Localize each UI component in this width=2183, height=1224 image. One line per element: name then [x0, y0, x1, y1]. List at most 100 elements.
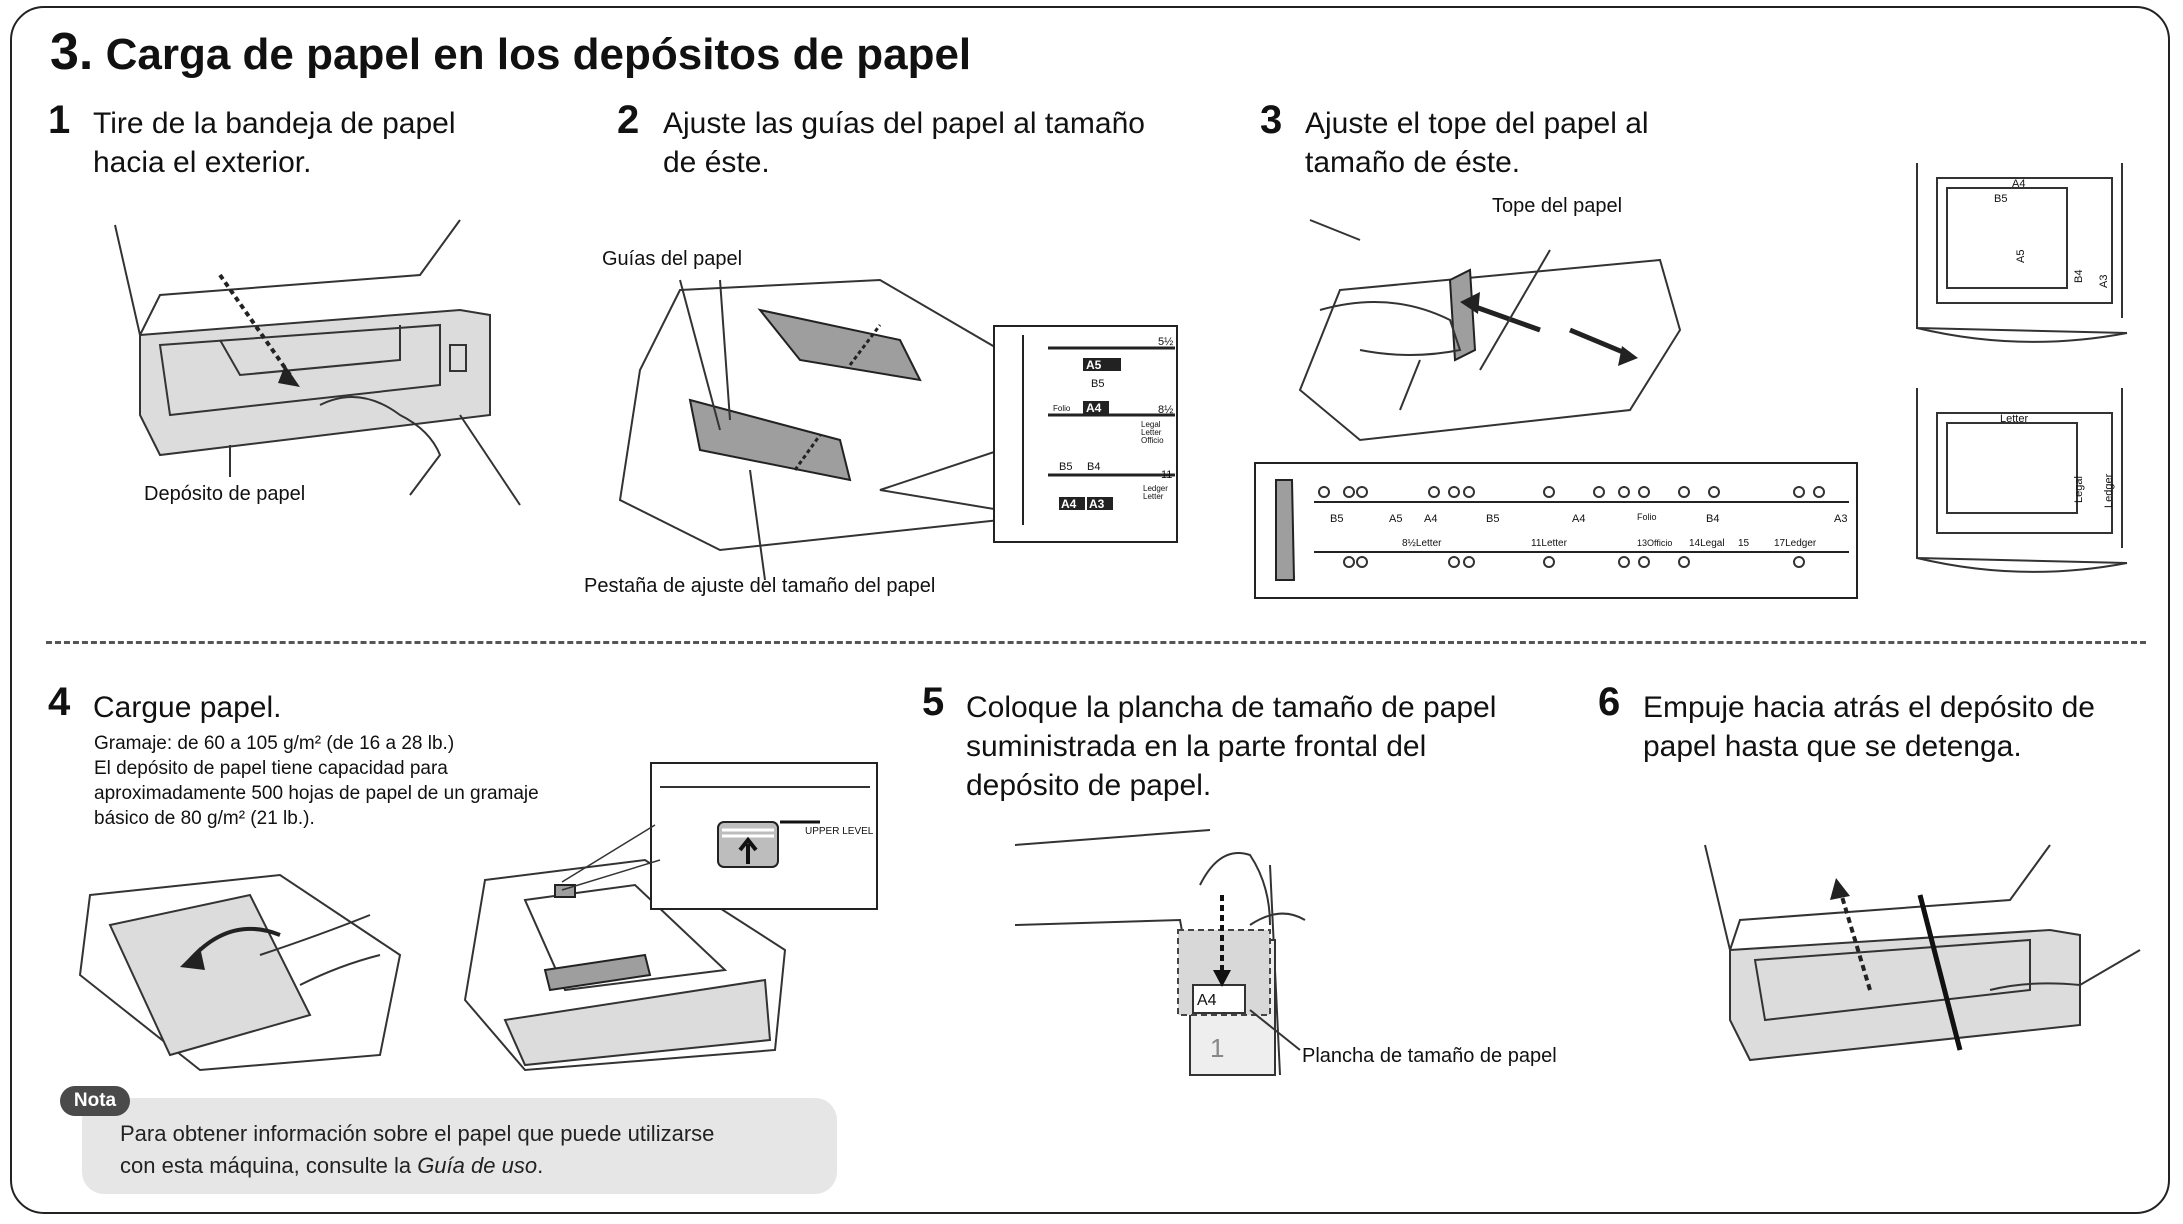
tray-label-letter: Letter: [2000, 413, 2028, 425]
step-4-detail-4: básico de 80 g/m² (21 lb.).: [94, 808, 315, 829]
section-number: 3.: [50, 23, 94, 81]
note-line-1: Para obtener información sobre el papel …: [120, 1121, 715, 1146]
step-3-illustration: [1298, 219, 1682, 442]
scale-top-folio: Folio: [1637, 512, 1657, 522]
inset-mark-8half: 8½: [1158, 404, 1173, 416]
step-4-detail-1: Gramaje: de 60 a 105 g/m² (de 16 a 28 lb…: [94, 733, 455, 754]
step-5-number: 5: [922, 680, 945, 724]
note-text: Para obtener información sobre el papel …: [120, 1118, 820, 1182]
step-1-text: Tire de la bandeja de papel hacia el ext…: [93, 104, 456, 182]
page-frame: [10, 6, 2170, 1214]
inset-mark-a4: A4: [1086, 401, 1102, 415]
scale-bottom-8half: 8½Letter: [1402, 538, 1442, 549]
scale-bottom-11: 11Letter: [1531, 538, 1568, 549]
label-size-tab: Pestaña de ajuste del tamaño del papel: [584, 575, 936, 597]
inset-mark-a4b: A4: [1061, 497, 1077, 511]
tray-label-a3: A3: [2098, 275, 2110, 288]
step-4-level-inset: UPPER LEVEL: [650, 762, 878, 910]
step-4-illustration-tray: [463, 858, 787, 1072]
step-2-illustration: [618, 278, 1001, 581]
inset-mark-a3: A3: [1089, 497, 1105, 511]
inset-mark-b5b: B5: [1059, 461, 1072, 473]
step-3-scale-inset: B5 A5 A4 B5 A4 Folio B4 A3 8½Letter 11Le…: [1254, 462, 1858, 599]
section-title: 3. Carga de papel en los depósitos de pa…: [50, 22, 971, 82]
tray-label-ledger: Ledger: [2103, 473, 2115, 508]
step-4-details: Gramaje: de 60 a 105 g/m² (de 16 a 28 lb…: [94, 731, 654, 831]
size-plate-number: 1: [1210, 1033, 1224, 1063]
inset-mark-b4: B4: [1087, 461, 1100, 473]
tray-label-legal: Legal: [2073, 476, 2085, 503]
note-line-2-prefix: con esta máquina, consulte la: [120, 1153, 418, 1178]
scale-top-a3: A3: [1834, 513, 1847, 525]
inset-mark-b5: B5: [1091, 378, 1104, 390]
step-5-illustration: A4 1: [1014, 829, 1306, 1076]
step-3-line2: tamaño de éste.: [1305, 146, 1521, 179]
step-4-detail-2: El depósito de papel tiene capacidad par…: [94, 758, 448, 779]
upper-level-label: UPPER LEVEL: [805, 826, 874, 837]
step-1-number: 1: [48, 98, 71, 142]
scale-holes: [1318, 486, 1825, 568]
note-box: [82, 1098, 837, 1194]
inset-mark-legal: Legal: [1141, 420, 1161, 429]
step-2-size-inset: 5½ A5 B5 Folio A4 8½ Legal Letter Offici…: [993, 325, 1178, 543]
scale-bottom-14: 14Legal: [1689, 538, 1725, 549]
step-2-line1: Ajuste las guías del papel al tamaño: [663, 107, 1145, 140]
step-6-text: Empuje hacia atrás el depósito de papel …: [1643, 688, 2095, 766]
tray-label-b5: B5: [1994, 193, 2007, 205]
tray-view-inch: Letter Legal Ledger: [1916, 388, 2128, 573]
step-2-text: Ajuste las guías del papel al tamaño de …: [663, 104, 1145, 182]
step-2-number: 2: [617, 98, 640, 142]
label-paper-tray: Depósito de papel: [144, 483, 306, 505]
step-4-illustration-load: [78, 873, 402, 1072]
note-line-2: con esta máquina, consulte la Guía de us…: [120, 1150, 820, 1182]
inset-mark-5half: 5½: [1158, 336, 1173, 348]
scale-top-b5: B5: [1330, 513, 1343, 525]
label-paper-stop: Tope del papel: [1492, 195, 1623, 217]
tray-label-a4: A4: [2012, 178, 2025, 190]
inset-mark-letter2: Letter: [1143, 492, 1164, 501]
step-1-illustration: [114, 219, 521, 506]
step-4-text: Cargue papel.: [93, 691, 282, 724]
scale-bottom-17: 17Ledger: [1774, 538, 1817, 549]
section-divider: [46, 641, 2146, 644]
step-6-line2: papel hasta que se detenga.: [1643, 730, 2022, 763]
scale-top-a4: A4: [1424, 513, 1437, 525]
scale-top-a4b: A4: [1572, 513, 1585, 525]
step-4-inset-pointer: [561, 824, 661, 891]
note-guide-title: Guía de uso: [417, 1153, 538, 1178]
step-1-line1: Tire de la bandeja de papel: [93, 107, 456, 140]
scale-top-a5: A5: [1389, 513, 1402, 525]
step-3-number: 3: [1260, 98, 1283, 142]
step-6-line1: Empuje hacia atrás el depósito de: [1643, 691, 2095, 724]
tray-label-a5: A5: [2015, 250, 2027, 263]
step-3-text: Ajuste el tope del papel al tamaño de és…: [1305, 104, 1649, 182]
step-5-line1: Coloque la plancha de tamaño de papel: [966, 691, 1497, 724]
inset-mark-folio: Folio: [1053, 404, 1071, 413]
inset-mark-letter: Letter: [1141, 428, 1162, 437]
step-5-line2: suministrada en la parte frontal del: [966, 730, 1427, 763]
scale-bottom-15: 15: [1738, 538, 1750, 549]
step-4-number: 4: [48, 680, 71, 724]
label-paper-guides: Guías del papel: [602, 248, 743, 270]
tray-label-b4: B4: [2073, 270, 2085, 283]
inset-mark-ledger: Ledger: [1143, 484, 1168, 493]
tray-view-metric: A4 B5 A5 B4 A3: [1916, 163, 2128, 343]
step-3-line1: Ajuste el tope del papel al: [1305, 107, 1649, 140]
inset-mark-a5: A5: [1086, 358, 1102, 372]
note-badge: Nota: [60, 1086, 130, 1116]
scale-bottom-13: 13Officio: [1637, 538, 1672, 548]
note-line-2-suffix: .: [537, 1153, 544, 1178]
step-5-line3: depósito de papel.: [966, 769, 1212, 802]
step-5-text: Coloque la plancha de tamaño de papel su…: [966, 688, 1496, 805]
label-size-plate: Plancha de tamaño de papel: [1302, 1045, 1557, 1067]
step-2-line2: de éste.: [663, 146, 770, 179]
size-plate-text: A4: [1197, 992, 1217, 1009]
scale-top-b5b: B5: [1486, 513, 1499, 525]
step-6-number: 6: [1598, 680, 1621, 724]
step-1-line2: hacia el exterior.: [93, 146, 312, 179]
inset-mark-11: 11: [1161, 469, 1172, 481]
step-6-illustration: [1704, 844, 2141, 1062]
step-4-detail-3: aproximadamente 500 hojas de papel de un…: [94, 783, 539, 804]
inset-mark-officio: Officio: [1141, 436, 1164, 445]
section-title-text: Carga de papel en los depósitos de papel: [105, 30, 972, 79]
